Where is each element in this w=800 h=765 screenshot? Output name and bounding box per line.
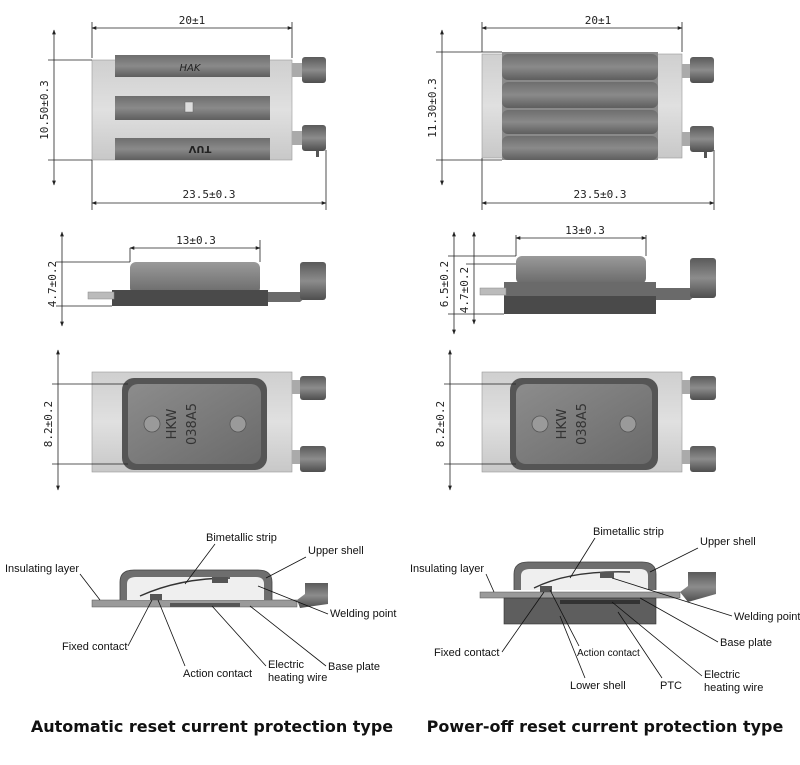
label-electric-heating-wire-r-1: Electric — [704, 669, 741, 681]
right-bottom-terminal-lower — [682, 446, 716, 472]
label-electric-heating-wire-1: Electric — [268, 659, 305, 671]
left-side-dim-height: 4.7±0.2 — [46, 261, 59, 307]
label-bimetallic-strip-r: Bimetallic strip — [593, 526, 664, 538]
right-caption: Power-off reset current protection type — [427, 717, 784, 736]
right-bottom-terminal-upper — [682, 376, 716, 400]
right-bottom-model: 038A5 — [575, 403, 590, 445]
right-top-dim-total: 23.5±0.3 — [574, 188, 627, 201]
right-top-dim-width: 20±1 — [585, 14, 612, 27]
right-bottom-view: HKW 038A5 8.2±0.2 — [434, 349, 716, 491]
right-side-view: 13±0.3 6.5±0.2 4.7±0.2 — [438, 224, 716, 335]
left-section-view — [91, 569, 328, 608]
label-insulating-layer: Insulating layer — [5, 563, 79, 575]
left-bottom-dim-height: 8.2±0.2 — [42, 401, 55, 447]
right-bottom-dim-height: 8.2±0.2 — [434, 401, 447, 447]
left-top-dim-height: 10.50±0.3 — [38, 80, 51, 140]
label-electric-heating-wire-r-2: heating wire — [704, 682, 763, 694]
label-action-contact: Action contact — [183, 668, 252, 680]
right-side-dim-height-inner: 4.7±0.2 — [458, 267, 471, 313]
left-bottom-terminal-lower — [292, 446, 326, 472]
label-action-contact-r: Action contact — [577, 648, 640, 659]
label-fixed-contact-r: Fixed contact — [434, 647, 499, 659]
right-side-dim-width: 13±0.3 — [565, 224, 605, 237]
right-top-terminal-upper — [682, 57, 714, 83]
label-base-plate-r: Base plate — [720, 637, 772, 649]
label-bimetallic-strip: Bimetallic strip — [206, 532, 277, 544]
right-bottom-brand: HKW — [555, 409, 570, 440]
right-top-terminal-lower — [682, 126, 714, 158]
label-welding-point-r: Welding point — [734, 611, 800, 623]
label-welding-point: Welding point — [330, 608, 396, 620]
cert-mark: TUV — [188, 143, 211, 154]
label-lower-shell-r: Lower shell — [570, 680, 626, 692]
label-ptc-r: PTC — [660, 680, 682, 692]
left-top-view: HAK TUV 20±1 10.50±0.3 23.5±0.3 — [38, 14, 327, 210]
left-side-dim-width: 13±0.3 — [176, 234, 216, 247]
label-insulating-layer-r: Insulating layer — [410, 563, 484, 575]
left-bottom-view: HKW 038A5 8.2±0.2 — [42, 349, 326, 491]
left-caption: Automatic reset current protection type — [31, 717, 393, 736]
label-base-plate: Base plate — [328, 661, 380, 673]
right-side-dim-height-outer: 6.5±0.2 — [438, 261, 451, 307]
brand-mark: HAK — [180, 63, 202, 74]
label-fixed-contact: Fixed contact — [62, 641, 127, 653]
right-top-view: 20±1 11.30±0.3 23.5±0.3 — [426, 14, 715, 210]
left-bottom-model: 038A5 — [185, 403, 200, 445]
label-upper-shell: Upper shell — [308, 545, 364, 557]
left-top-terminal-upper — [292, 57, 326, 83]
label-upper-shell-r: Upper shell — [700, 536, 756, 548]
left-top-terminal-lower — [292, 125, 326, 157]
left-section-labels: Bimetallic strip Upper shell Insulating … — [5, 532, 396, 684]
left-bottom-brand: HKW — [165, 409, 180, 440]
left-side-view: 13±0.3 4.7±0.2 — [46, 231, 326, 327]
left-top-dim-total: 23.5±0.3 — [183, 188, 236, 201]
right-section-labels: Bimetallic strip Upper shell Insulating … — [410, 526, 800, 694]
left-bottom-terminal-upper — [292, 376, 326, 400]
right-section-view — [479, 561, 716, 625]
left-top-dim-width: 20±1 — [179, 14, 206, 27]
label-electric-heating-wire-2: heating wire — [268, 672, 327, 684]
right-top-dim-height: 11.30±0.3 — [426, 78, 439, 138]
